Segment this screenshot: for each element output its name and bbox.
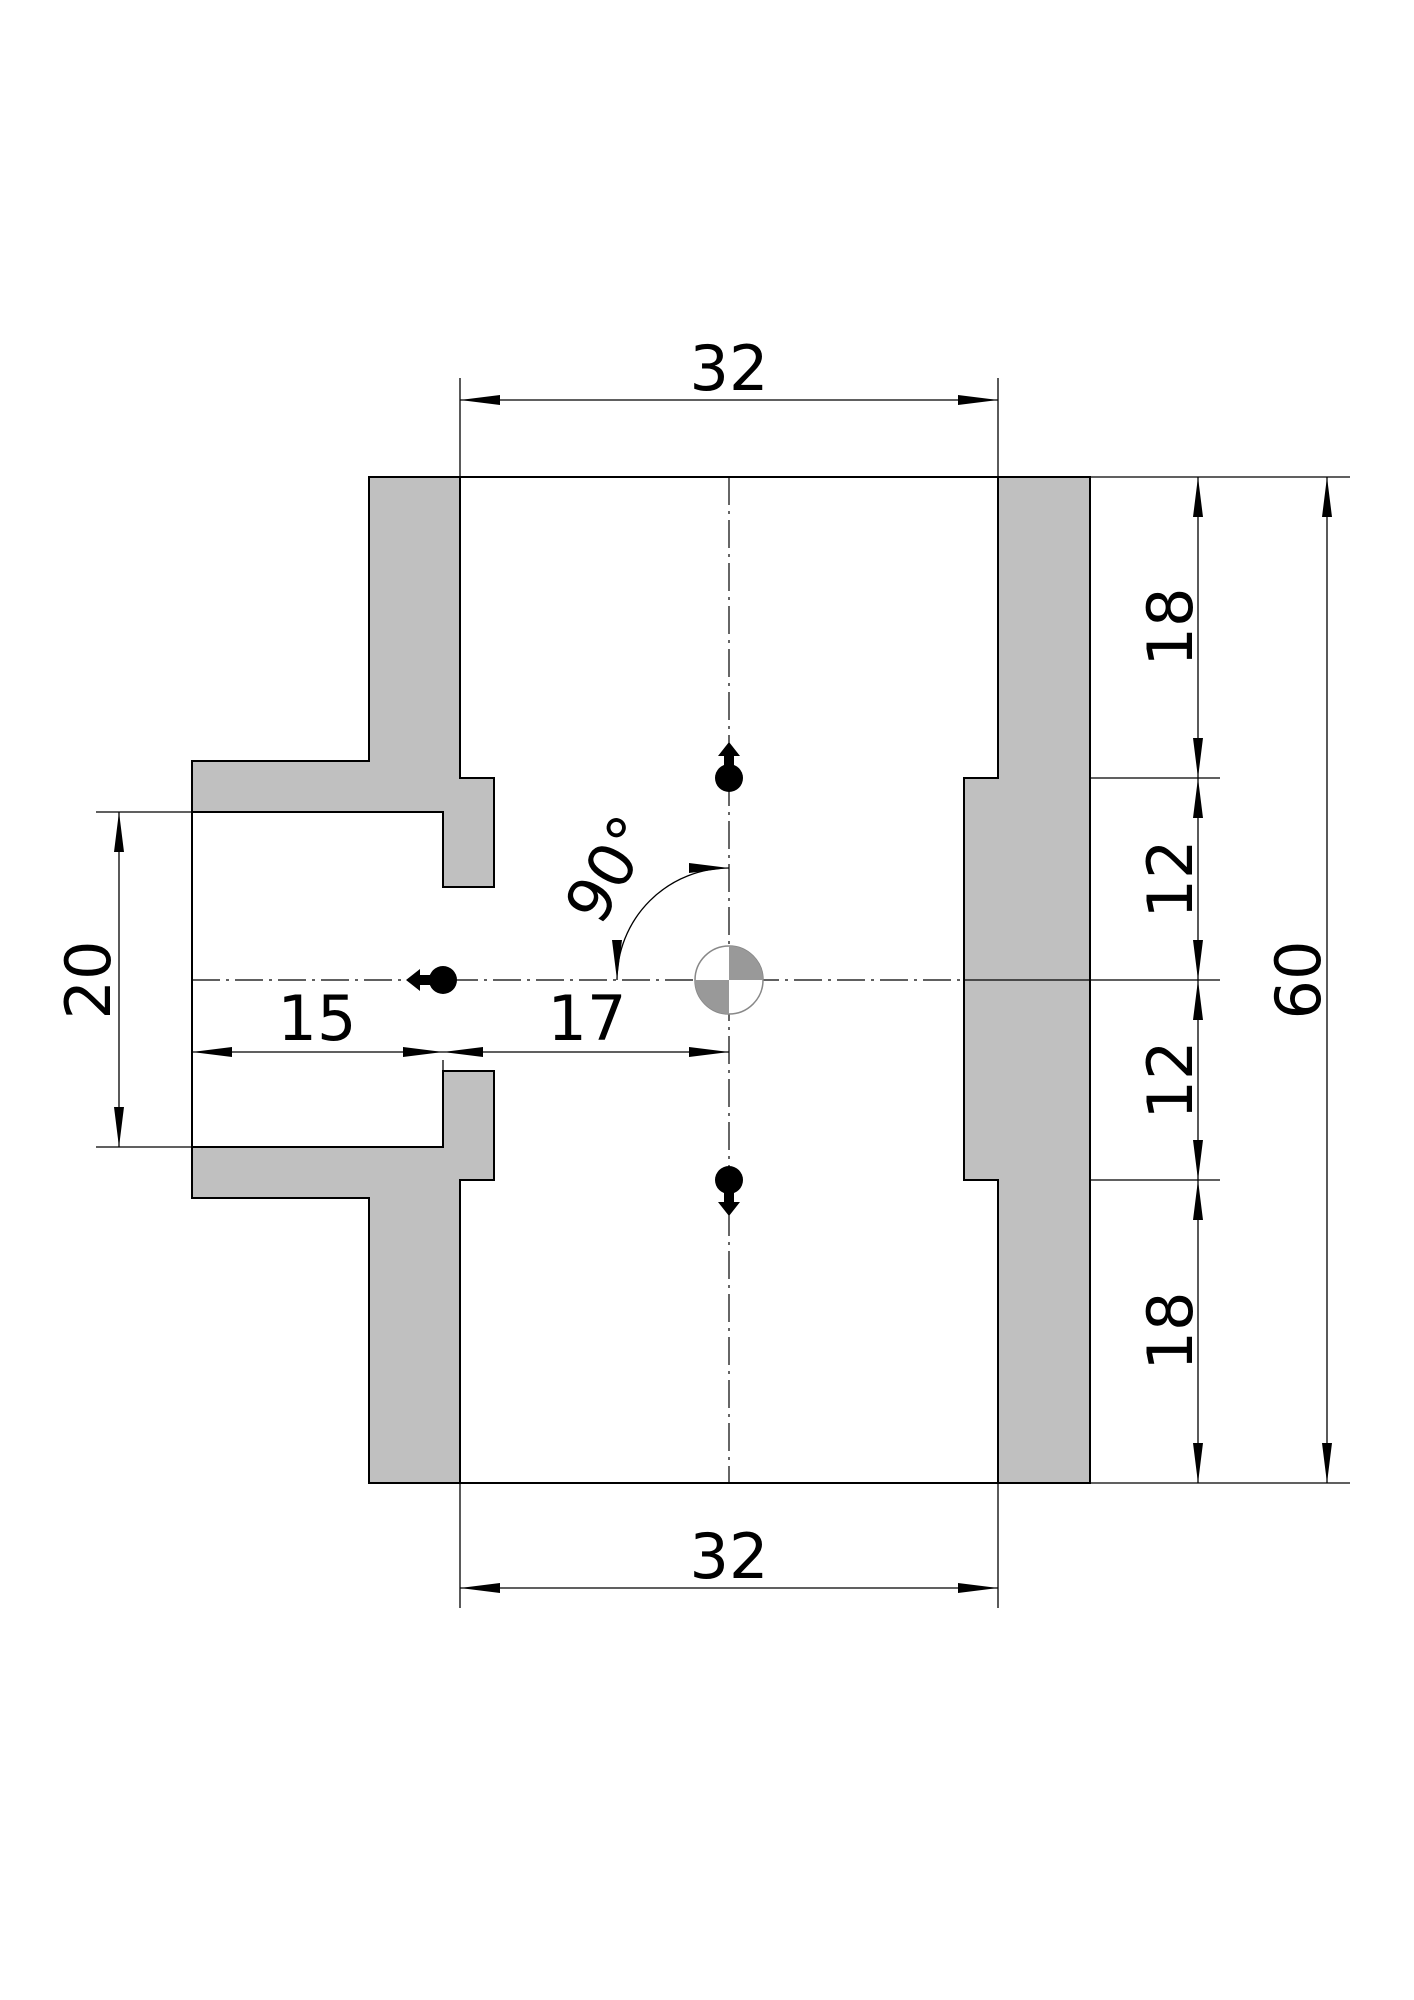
port-marker-bottom-icon (715, 1166, 743, 1216)
dim-branch-bore: 20 (52, 941, 125, 1020)
dim-upper-socket: 18 (1134, 588, 1207, 667)
center-of-gravity-icon (694, 945, 764, 1015)
dim-overall-height: 60 (1262, 941, 1335, 1020)
dim-lower-mid: 12 (1134, 1041, 1207, 1120)
port-marker-branch-icon (406, 966, 457, 994)
dim-top-width: 32 (690, 332, 769, 405)
dim-bottom-width: 32 (690, 1520, 769, 1593)
dim-upper-mid: 12 (1134, 840, 1207, 919)
port-marker-top-icon (715, 742, 743, 792)
dim-lower-socket: 18 (1134, 1292, 1207, 1371)
dim-branch-to-center: 17 (548, 982, 627, 1055)
dim-socket-depth: 15 (278, 982, 357, 1055)
angle-arc (612, 863, 730, 981)
